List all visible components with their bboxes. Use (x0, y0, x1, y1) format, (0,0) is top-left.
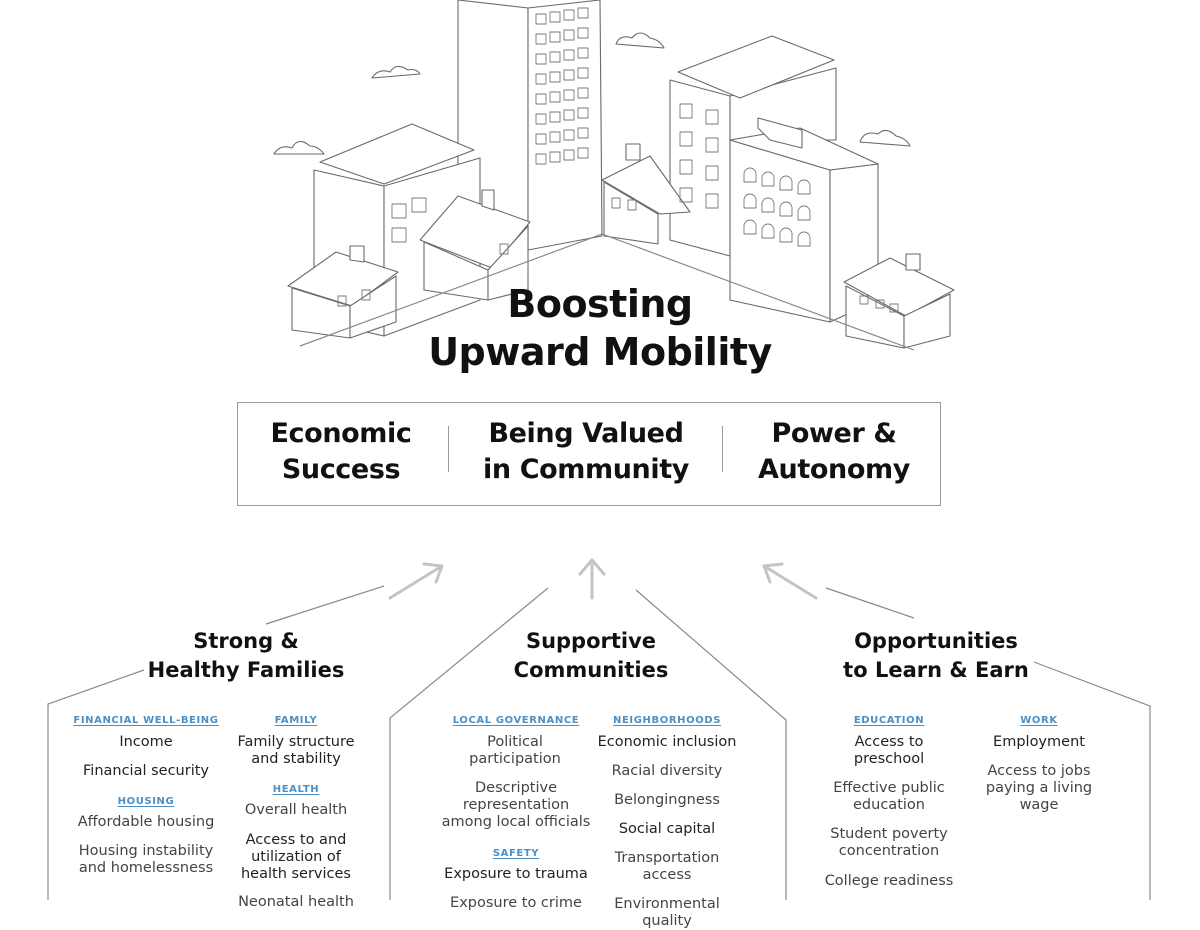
category-education: EDUCATION (853, 715, 925, 726)
outcome-economic-success: Economic Success (270, 418, 412, 485)
arrow-up-left-icon (762, 562, 818, 600)
pillar-title-families: Strong & Healthy Families (147, 629, 345, 682)
cloud-icon (859, 129, 911, 147)
category-health: HEALTH (272, 784, 320, 795)
indicator-economic-inclusion: Economic inclusion (597, 734, 737, 750)
arrow-up-icon (578, 558, 606, 600)
indicator-student-poverty: Student poverty concentration (830, 826, 948, 859)
pillar-outline-right (1033, 661, 1151, 900)
cloud-icon (273, 140, 325, 155)
indicator-housing-instability: Housing instability and homelessness (78, 843, 214, 876)
indicator-health-services: Access to and utilization of health serv… (240, 832, 351, 882)
outcome-power-autonomy: Power & Autonomy (758, 418, 910, 485)
indicator-social-capital: Social capital (618, 821, 716, 837)
title-line-1: Boosting (507, 282, 693, 326)
pillar-title-communities: Supportive Communities (513, 629, 669, 682)
indicator-neonatal-health: Neonatal health (238, 894, 354, 910)
pillar-outline-center-right (635, 589, 787, 900)
indicator-affordable-housing: Affordable housing (77, 814, 215, 830)
category-financial-well-being: FINANCIAL WELL-BEING (73, 715, 219, 726)
indicator-transportation-access: Transportation access (614, 850, 720, 883)
pillar-outline-center (389, 587, 549, 900)
arrow-up-right-icon (388, 562, 444, 600)
indicator-exposure-crime: Exposure to crime (450, 895, 582, 911)
city-skyline-illustration (47, 0, 1151, 900)
indicator-belongingness: Belongingness (614, 792, 720, 808)
indicator-political-participation: Political participation (469, 734, 561, 767)
indicator-effective-education: Effective public education (833, 780, 945, 813)
roof-line (299, 233, 915, 351)
category-family: FAMILY (274, 715, 318, 726)
category-local-governance: LOCAL GOVERNANCE (452, 715, 580, 726)
indicator-financial-security: Financial security (83, 763, 209, 779)
indicator-access-preschool: Access to preschool (853, 734, 925, 767)
outcomes-box (237, 402, 941, 506)
pillar-title-learn-earn: Opportunities to Learn & Earn (843, 629, 1029, 682)
pillar-outline-left-inner (265, 585, 385, 625)
indicator-descriptive-representation: Descriptive representation among local o… (441, 780, 591, 830)
indicator-family-structure: Family structure and stability (237, 734, 355, 767)
indicator-environmental-quality: Environmental quality (614, 896, 720, 929)
indicator-living-wage-jobs: Access to jobs paying a living wage (985, 763, 1093, 813)
pillar-outline-left (47, 669, 145, 900)
cloud-icon (615, 32, 665, 49)
title-line-2: Upward Mobility (428, 330, 772, 374)
indicator-exposure-trauma: Exposure to trauma (444, 866, 588, 882)
indicator-racial-diversity: Racial diversity (611, 763, 723, 779)
indicator-college-readiness: College readiness (824, 873, 954, 889)
cloud-icon (371, 65, 421, 79)
outcome-divider (722, 426, 723, 472)
page-title: Boosting Upward Mobility (300, 280, 900, 376)
outcome-divider (448, 426, 449, 472)
indicator-income: Income (119, 734, 173, 750)
pillar-outline-right-inner (825, 587, 915, 619)
category-neighborhoods: NEIGHBORHOODS (613, 715, 721, 726)
category-housing: HOUSING (117, 796, 175, 807)
outcome-being-valued: Being Valued in Community (483, 418, 689, 485)
indicator-overall-health: Overall health (244, 802, 348, 818)
indicator-employment: Employment (993, 734, 1085, 750)
category-work: WORK (1020, 715, 1058, 726)
category-safety: SAFETY (492, 848, 540, 859)
